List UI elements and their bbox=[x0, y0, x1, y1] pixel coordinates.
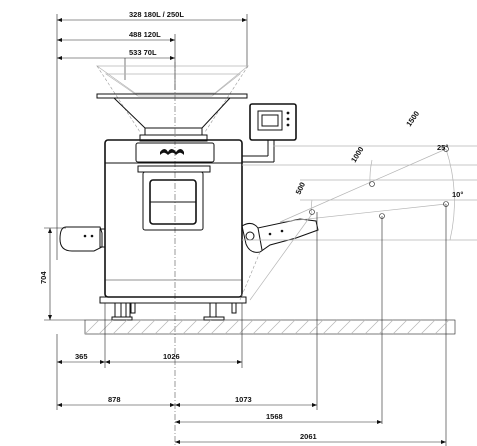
dim-width-1026: 1026 bbox=[163, 352, 180, 361]
logo-icon bbox=[160, 149, 184, 155]
hopper-dimensions bbox=[56, 14, 248, 260]
dim-1568: 1568 bbox=[266, 412, 283, 421]
lift-geometry bbox=[239, 145, 477, 446]
dim-angle-10: 10° bbox=[452, 190, 463, 199]
dim-hopper-mid: 488 120L bbox=[129, 30, 161, 39]
dim-left-365: 365 bbox=[75, 352, 88, 361]
dim-1073: 1073 bbox=[235, 395, 252, 404]
dim-radius-1000: 1000 bbox=[349, 145, 365, 164]
lifting-arm bbox=[241, 218, 319, 253]
dim-878: 878 bbox=[108, 395, 121, 404]
dim-hopper-low: 533 70L bbox=[129, 48, 157, 57]
dim-2061: 2061 bbox=[300, 432, 317, 441]
hopper-outlines bbox=[95, 65, 249, 142]
floor bbox=[84, 319, 456, 335]
control-panel bbox=[242, 103, 297, 163]
machine-body bbox=[99, 139, 247, 304]
left-handle bbox=[59, 226, 106, 252]
dim-radius-1500: 1500 bbox=[404, 109, 421, 128]
machine-feet bbox=[111, 302, 237, 321]
dim-radius-500: 500 bbox=[294, 181, 307, 196]
bottom-dimensions bbox=[56, 303, 446, 444]
dim-height-704: 704 bbox=[39, 271, 48, 284]
height-dimension bbox=[44, 227, 85, 321]
dim-hopper-top: 328 180L / 250L bbox=[129, 10, 184, 19]
dim-angle-25: 25° bbox=[437, 143, 448, 152]
